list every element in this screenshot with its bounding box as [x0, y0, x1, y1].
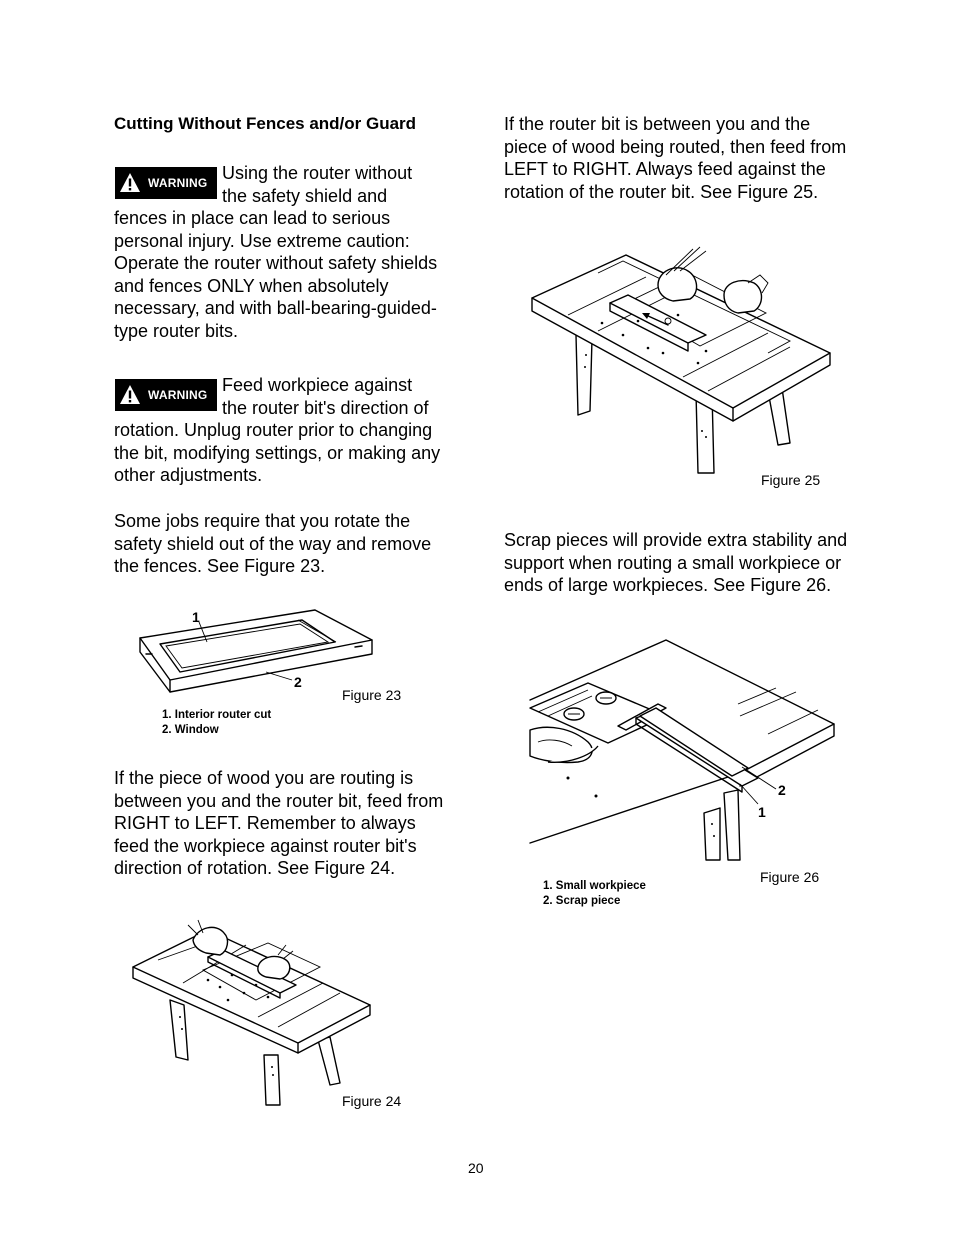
figure26-leader-1	[739, 783, 759, 805]
warning-triangle-icon	[115, 167, 145, 199]
figure23-leader-1	[198, 621, 208, 643]
warning1-line1: Using the router without	[222, 163, 413, 183]
figure23-caption: Figure 23	[342, 687, 402, 703]
section-title: Cutting Without Fences and/or Guard	[114, 114, 417, 133]
figure23-legend: 1. Interior router cut 2. Window	[162, 708, 271, 738]
page-number: 20	[468, 1160, 484, 1176]
legend-item: 1. Interior router cut	[162, 709, 272, 721]
figure26-leader-2	[741, 766, 777, 790]
figure24-caption: Figure 24	[342, 1093, 402, 1109]
figure23-illustration	[139, 609, 373, 693]
figure23-callout-1: 1	[192, 609, 200, 625]
paragraph-left-to-right: If the router bit is between you and the…	[504, 114, 847, 202]
warning1-line2: the safety shield and	[222, 186, 388, 206]
figure26-illustration	[529, 639, 835, 861]
warning-triangle-icon	[115, 379, 145, 411]
figure23-callout-2: 2	[294, 674, 302, 690]
paragraph-rotate-shield: Some jobs require that you rotate the sa…	[114, 511, 432, 577]
warning-label: WARNING	[148, 176, 208, 190]
legend-item: 2. Scrap piece	[543, 895, 621, 907]
figure26-callout-1: 1	[758, 804, 766, 820]
warning2-text: rotation. Unplug router prior to changin…	[114, 420, 441, 486]
figure26-caption: Figure 26	[760, 869, 820, 885]
figure24-illustration	[132, 919, 371, 1106]
figure23-leader-2	[265, 671, 293, 681]
figure26-callout-2: 2	[778, 782, 786, 798]
warning2-line1: Feed workpiece against	[222, 375, 413, 395]
figure26-legend: 1. Small workpiece 2. Scrap piece	[543, 879, 646, 909]
paragraph-scrap-pieces: Scrap pieces will provide extra stabilit…	[504, 530, 848, 596]
figure25-illustration	[531, 246, 831, 474]
warning1-text: fences in place can lead to serious pers…	[114, 208, 438, 341]
warning-badge: WARNING	[115, 167, 217, 199]
warning-badge: WARNING	[115, 379, 217, 411]
figure25-caption: Figure 25	[761, 472, 821, 488]
legend-item: 2. Window	[162, 724, 219, 736]
legend-item: 1. Small workpiece	[543, 880, 646, 892]
warning-label: WARNING	[148, 388, 208, 402]
warning2-line2: the router bit's direction of	[222, 398, 429, 418]
paragraph-right-to-left: If the piece of wood you are routing is …	[114, 768, 444, 879]
